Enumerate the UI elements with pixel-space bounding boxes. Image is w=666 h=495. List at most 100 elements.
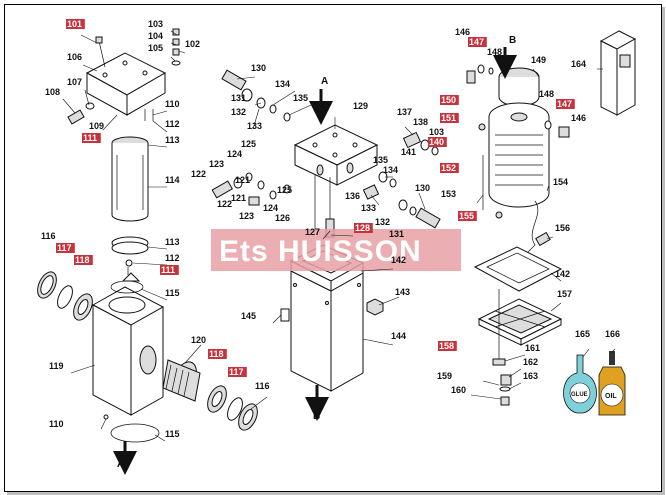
part-label-140: 140 [429, 137, 444, 147]
electric-motor [466, 30, 637, 256]
main-block [37, 271, 165, 443]
part-label-highlight [82, 133, 101, 143]
watermark-text: Ets HUISSON [219, 235, 422, 268]
leader-lines [62, 30, 616, 442]
part-label-145: 145 [241, 311, 256, 321]
part-label-148: 148 [539, 89, 554, 99]
part-label-153: 153 [441, 189, 456, 199]
part-label-156: 156 [555, 223, 570, 233]
part-label-highlight [556, 99, 575, 109]
part-label-149: 149 [531, 55, 546, 65]
direction-label-b: B [313, 411, 320, 422]
part-label-122: 122 [191, 169, 206, 179]
part-label-135: 135 [293, 93, 308, 103]
part-label-157: 157 [557, 289, 572, 299]
part-label-104: 104 [148, 31, 163, 41]
part-label-138: 138 [413, 117, 428, 127]
part-label-113: 113 [165, 135, 180, 145]
part-label-142: 142 [555, 269, 570, 279]
filter-cylinder [111, 136, 149, 275]
part-label-134: 134 [275, 79, 290, 89]
part-label-159: 159 [437, 371, 452, 381]
pump-head-block [67, 28, 181, 125]
part-label-112: 112 [165, 119, 180, 129]
part-label-119: 119 [49, 361, 64, 371]
valve-manifold [211, 69, 441, 238]
part-label-130: 130 [251, 63, 266, 73]
diagram-frame: Ets HUISSON A B B A GLUE OIL [4, 4, 662, 492]
part-label-131: 131 [389, 229, 404, 239]
part-label-132: 132 [375, 217, 390, 227]
part-label-165: 165 [575, 329, 590, 339]
bottles [563, 351, 626, 416]
part-label-117: 117 [57, 243, 72, 253]
part-label-146: 146 [455, 27, 470, 37]
part-label-128: 128 [355, 223, 370, 233]
part-label-132: 132 [231, 107, 246, 117]
part-label-109: 109 [89, 121, 104, 131]
part-label-108: 108 [45, 87, 60, 97]
part-label-125: 125 [241, 139, 256, 149]
watermark: Ets HUISSON [211, 229, 461, 271]
part-label-155: 155 [459, 211, 474, 221]
part-label-161: 161 [525, 343, 540, 353]
part-label-115: 115 [165, 288, 180, 298]
part-label-117: 117 [229, 367, 244, 377]
part-label-105: 105 [148, 43, 163, 53]
part-label-123: 123 [239, 211, 254, 221]
direction-label-a: A [117, 459, 124, 470]
part-label-135: 135 [373, 155, 388, 165]
part-label-126: 126 [275, 213, 290, 223]
part-label-110: 110 [49, 419, 64, 429]
part-label-122: 122 [217, 199, 232, 209]
part-label-152: 152 [441, 163, 456, 173]
part-label-163: 163 [523, 371, 538, 381]
part-label-highlight [458, 211, 477, 221]
part-label-101: 101 [67, 19, 82, 29]
part-label-130: 130 [415, 183, 430, 193]
part-label-highlight [428, 137, 447, 147]
part-label-131: 131 [231, 93, 246, 103]
part-label-107: 107 [67, 77, 82, 87]
part-label-103: 103 [429, 127, 444, 137]
part-label-120: 120 [191, 335, 206, 345]
part-label-highlight [228, 367, 247, 377]
part-label-111: 111 [161, 265, 175, 275]
part-label-160: 160 [451, 385, 466, 395]
part-label-highlight [354, 223, 373, 233]
part-label-106: 106 [67, 52, 82, 62]
part-label-112: 112 [165, 253, 180, 263]
part-label-158: 158 [439, 341, 454, 351]
part-label-103: 103 [148, 19, 163, 29]
part-label-115: 115 [165, 429, 180, 439]
part-label-116: 116 [255, 381, 270, 391]
part-label-highlight [440, 95, 459, 105]
base-gasket-filter [473, 246, 563, 406]
part-label-144: 144 [391, 331, 406, 341]
part-label-166: 166 [605, 329, 620, 339]
part-label-129: 129 [353, 101, 368, 111]
oil-bottle-label: OIL [605, 393, 617, 400]
part-label-127: 127 [305, 227, 320, 237]
part-label-146: 146 [571, 113, 586, 123]
part-label-114: 114 [165, 175, 180, 185]
part-label-142: 142 [391, 255, 406, 265]
part-label-highlight [66, 19, 85, 29]
part-label-151: 151 [441, 113, 456, 123]
part-label-121: 121 [231, 193, 246, 203]
part-label-136: 136 [345, 191, 360, 201]
part-label-137: 137 [397, 107, 412, 117]
part-label-118: 118 [75, 255, 90, 265]
part-label-116: 116 [41, 231, 56, 241]
part-label-124: 124 [263, 203, 278, 213]
exploded-parts-diagram: Ets HUISSON A B B A GLUE OIL [37, 19, 637, 475]
pump-motor [162, 359, 258, 431]
part-label-125: 125 [277, 185, 292, 195]
part-label-121: 121 [235, 175, 250, 185]
glue-bottle-label: GLUE [571, 392, 588, 398]
part-label-141: 141 [401, 147, 416, 157]
part-label-143: 143 [395, 287, 410, 297]
part-label-150: 150 [441, 95, 456, 105]
part-label-highlight [468, 37, 487, 47]
part-label-highlight [440, 113, 459, 123]
